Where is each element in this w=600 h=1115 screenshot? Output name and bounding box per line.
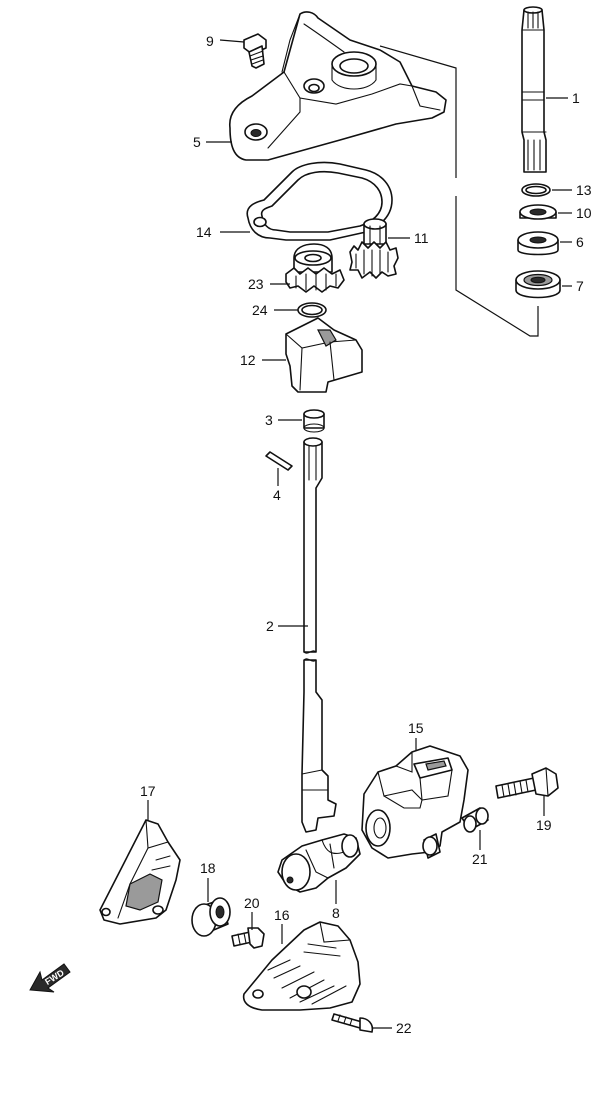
callout-9: 9 (206, 33, 214, 49)
callout-3: 3 (265, 412, 273, 428)
callout-23: 23 (248, 276, 264, 292)
part-16-lower-cover[interactable] (242, 921, 361, 1011)
part-24-ring[interactable] (297, 302, 327, 318)
part-17-cover[interactable] (99, 819, 181, 925)
callout-1: 1 (572, 90, 580, 106)
part-6-collar[interactable] (517, 231, 559, 256)
callout-19: 19 (536, 817, 552, 833)
part-22-screw[interactable] (331, 1013, 374, 1033)
part-14-gasket[interactable] (246, 161, 393, 241)
part-23-gear[interactable] (285, 243, 345, 293)
part-18-collar[interactable] (191, 897, 231, 937)
part-3-bushing[interactable] (303, 409, 325, 433)
callout-18: 18 (200, 860, 216, 876)
callout-16: 16 (274, 907, 290, 923)
part-21-bushing[interactable] (461, 807, 489, 833)
callout-7: 7 (576, 278, 584, 294)
callout-12: 12 (240, 352, 256, 368)
callout-4: 4 (273, 487, 281, 503)
part-12-cam-housing[interactable] (285, 317, 363, 393)
callout-11: 11 (414, 230, 429, 246)
part-7-oil-seal[interactable] (515, 270, 561, 299)
callout-8: 8 (332, 905, 340, 921)
callout-labels: 1 2 3 4 5 6 7 8 9 10 11 12 13 14 15 16 1… (140, 33, 592, 1036)
callout-21: 21 (472, 851, 488, 867)
part-11-pinion-gear[interactable] (349, 218, 399, 279)
part-15-clamp-bracket[interactable] (361, 745, 469, 859)
part-19-bolt[interactable] (495, 767, 559, 799)
callout-6: 6 (576, 234, 584, 250)
forward-arrow-icon: FWD (29, 963, 71, 993)
callout-20: 20 (244, 895, 260, 911)
part-10-washer[interactable] (519, 204, 557, 220)
part-8-shift-lever[interactable] (277, 833, 361, 893)
part-2-shift-rod[interactable] (301, 437, 337, 833)
callout-5: 5 (193, 134, 201, 150)
callout-22: 22 (396, 1020, 412, 1036)
callout-10: 10 (576, 205, 592, 221)
part-9-bolt[interactable] (243, 33, 267, 69)
callout-2: 2 (266, 618, 274, 634)
part-1-upper-shaft[interactable] (521, 6, 547, 173)
leader-lines (147, 39, 572, 1029)
callout-15: 15 (408, 720, 424, 736)
part-20-bolt[interactable] (231, 927, 265, 949)
part-5-upper-housing[interactable] (229, 11, 447, 161)
part-13-ring[interactable] (521, 183, 551, 197)
callout-14: 14 (196, 224, 212, 240)
callout-13: 13 (576, 182, 592, 198)
assembly-guide-lines (379, 45, 539, 337)
callout-24: 24 (252, 302, 268, 318)
callout-17: 17 (140, 783, 156, 799)
part-4-pin[interactable] (265, 451, 293, 471)
